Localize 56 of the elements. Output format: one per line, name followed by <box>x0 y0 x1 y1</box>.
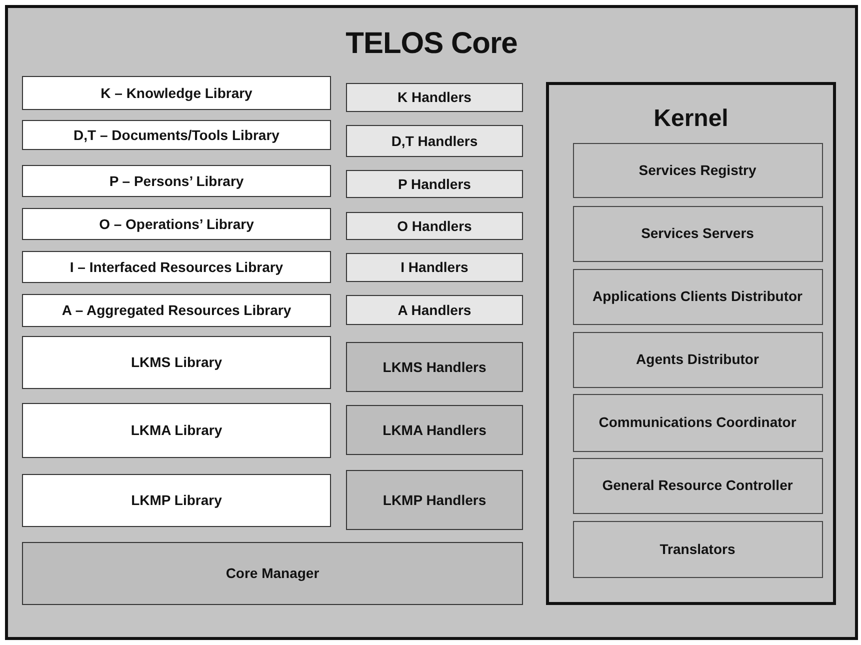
handler-box <box>346 170 523 198</box>
library-box <box>22 336 331 389</box>
box-label: I Handlers <box>400 258 470 277</box>
library-box <box>22 165 331 197</box>
service-box <box>572 394 822 452</box>
service-box <box>572 520 822 578</box>
box-label: O – Operations’ Library <box>98 214 255 234</box>
box-label: A Handlers <box>396 300 472 320</box>
box-label: LKMS Library <box>130 353 223 372</box>
box-label: LKMP Handlers <box>382 490 488 510</box>
box-label: D,T – Documents/Tools Library <box>72 126 280 144</box>
library-box <box>22 294 331 327</box>
box-label: Services Registry <box>638 160 758 180</box>
box-label: K Handlers <box>396 88 472 107</box>
handler-box <box>346 470 523 530</box>
box-label: Core Manager <box>224 564 320 583</box>
box-label: LKMP Library <box>130 491 223 510</box>
handler-box <box>346 342 523 392</box>
diagram-frame <box>5 5 858 640</box>
library-box <box>22 251 331 283</box>
library-box <box>22 208 331 240</box>
manager-box <box>22 542 523 605</box>
handler-box <box>346 405 523 455</box>
box-label: LKMA Library <box>130 421 224 440</box>
box-label: P Handlers <box>397 174 472 194</box>
library-box <box>22 474 331 527</box>
box-label: LKMA Handlers <box>382 420 488 440</box>
handler-box <box>346 295 523 325</box>
service-box <box>572 458 822 514</box>
library-box <box>22 403 331 458</box>
title: Kernel <box>652 104 730 134</box>
box-label: Services Servers <box>640 224 755 243</box>
library-box <box>22 120 331 150</box>
box-label: Translators <box>658 540 736 558</box>
handler-box <box>346 83 523 112</box>
box-label: O Handlers <box>396 216 473 236</box>
service-box <box>572 268 822 324</box>
service-box <box>572 332 822 388</box>
library-box <box>22 76 331 110</box>
handler-box <box>346 125 523 157</box>
box-label: General Resource Controller <box>601 476 794 495</box>
box-label: I – Interfaced Resources Library <box>68 258 284 276</box>
box-label: Applications Clients Distributor <box>591 287 804 306</box>
box-label: K – Knowledge Library <box>100 84 254 102</box>
service-box <box>572 142 822 198</box>
box-label: LKMS Handlers <box>382 358 488 376</box>
handler-box <box>346 253 523 282</box>
title: TELOS Core <box>344 26 518 62</box>
box-label: P – Persons’ Library <box>108 172 245 190</box>
box-label: D,T Handlers <box>390 132 479 150</box>
service-box <box>572 206 822 262</box>
box-label: Communications Coordinator <box>598 413 798 432</box>
box-label: Agents Distributor <box>635 350 760 369</box>
kernel-panel <box>546 82 836 605</box>
handler-box <box>346 212 523 240</box>
box-label: A – Aggregated Resources Library <box>60 301 292 320</box>
